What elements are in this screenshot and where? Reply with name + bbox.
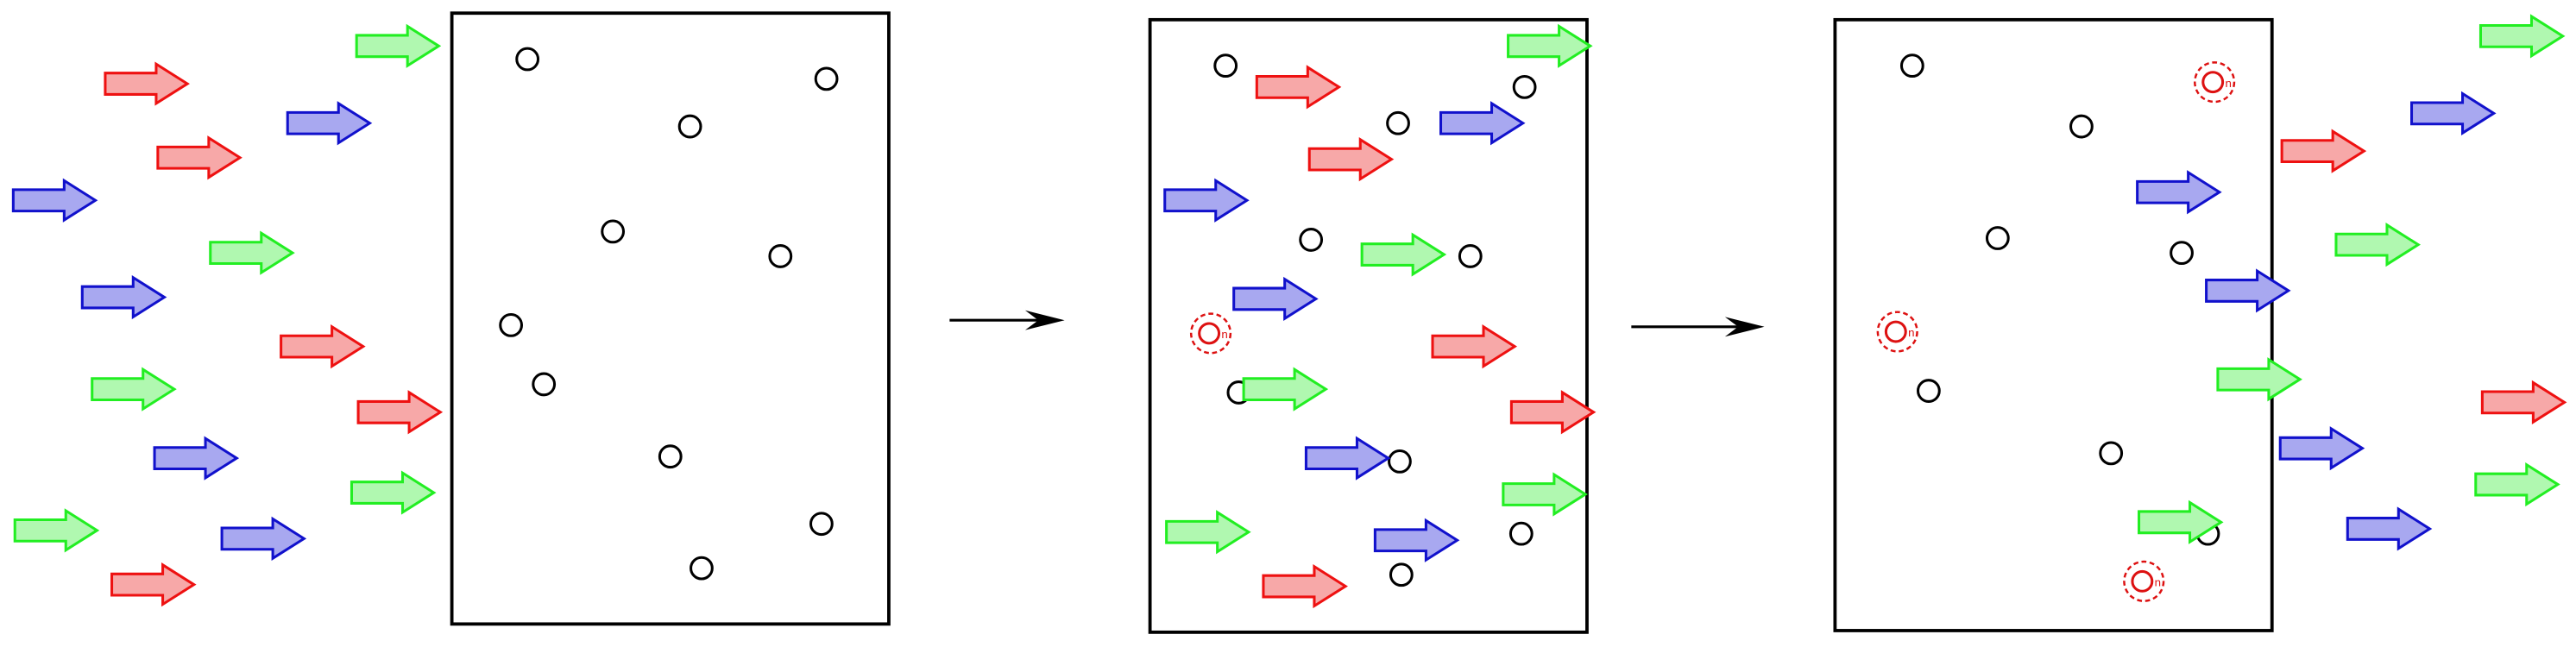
red-block-arrow-icon: [1509, 390, 1597, 435]
blue-block-arrow-icon: [2205, 268, 2291, 313]
chamber-frame: [1148, 17, 1589, 634]
excited-halo: [2123, 560, 2165, 602]
ground-state-particle-icon: [2099, 441, 2124, 466]
ground-state-particle-icon: [2170, 241, 2194, 266]
red-block-arrow-icon: [1431, 324, 1518, 369]
ground-state-particle-icon: [1458, 244, 1483, 268]
red-block-arrow-icon: [1262, 563, 1348, 609]
green-block-arrow-icon: [1360, 232, 1447, 277]
red-block-arrow-icon: [1255, 65, 1342, 110]
excited-core: [2201, 71, 2225, 94]
ground-state-particle-icon: [1299, 228, 1324, 252]
red-block-arrow-icon: [2280, 129, 2367, 173]
red-block-arrow-icon: [1307, 137, 1395, 182]
blue-block-arrow-icon: [1163, 178, 1250, 223]
red-block-arrow-icon: [104, 61, 190, 106]
blue-block-arrow-icon: [1232, 276, 1319, 322]
excited-particle-icon: n: [1876, 311, 1918, 353]
stage-during: n: [1148, 17, 1597, 634]
stage-before: [11, 11, 891, 626]
blue-block-arrow-icon: [220, 516, 307, 561]
chamber-frame: [1833, 17, 2274, 632]
excited-superscript: n: [2155, 576, 2161, 589]
blue-block-arrow-icon: [1373, 518, 1460, 562]
blue-block-arrow-icon: [153, 436, 240, 481]
ground-state-particle-icon: [1985, 226, 2010, 250]
blue-block-arrow-icon: [2410, 91, 2497, 135]
chamber-frame: [450, 11, 891, 626]
blue-block-arrow-icon: [2136, 170, 2222, 215]
green-block-arrow-icon: [91, 367, 177, 411]
ground-state-particle-icon: [601, 219, 626, 244]
ground-state-particle-icon: [1899, 53, 1924, 79]
excited-particle-icon: n: [1189, 312, 1232, 355]
green-block-arrow-icon: [355, 23, 442, 68]
green-block-arrow-icon: [1165, 510, 1251, 555]
ground-state-particle-icon: [1512, 74, 1537, 99]
excited-core: [1884, 320, 1907, 343]
blue-block-arrow-icon: [1304, 436, 1391, 481]
ground-state-particle-icon: [1388, 449, 1412, 474]
blue-block-arrow-icon: [2278, 426, 2365, 471]
ground-state-particle-icon: [1213, 53, 1238, 79]
excited-superscript: n: [2225, 77, 2231, 90]
red-block-arrow-icon: [110, 562, 197, 607]
transition-arrow-2: [1631, 317, 1765, 337]
green-block-arrow-icon: [2138, 499, 2224, 544]
ground-state-particle-icon: [809, 512, 834, 537]
ground-state-particle-icon: [814, 66, 839, 91]
blue-block-arrow-icon: [80, 274, 167, 320]
stage-after: n n n: [1833, 14, 2567, 632]
blue-block-arrow-icon: [286, 101, 373, 146]
ground-state-particle-icon: [1916, 379, 1941, 403]
excited-core: [1198, 322, 1221, 345]
green-block-arrow-icon: [2474, 462, 2560, 507]
ground-state-particle-icon: [768, 244, 793, 268]
ground-state-particle-icon: [677, 114, 702, 139]
excited-superscript: n: [1221, 328, 1227, 341]
transition-arrow-head: [1024, 310, 1065, 330]
red-block-arrow-icon: [156, 135, 242, 180]
excited-halo: [1189, 312, 1232, 355]
blue-block-arrow-icon: [1439, 101, 1526, 146]
green-block-arrow-icon: [2478, 14, 2566, 59]
ground-state-particle-icon: [1508, 521, 1534, 546]
excited-halo: [2194, 61, 2236, 104]
green-block-arrow-icon: [13, 508, 100, 553]
red-block-arrow-icon: [356, 390, 444, 435]
green-block-arrow-icon: [2216, 357, 2302, 402]
transition-arrow-1: [949, 310, 1065, 330]
green-block-arrow-icon: [1242, 367, 1329, 411]
ground-state-particle-icon: [515, 47, 540, 72]
excited-particle-icon: n: [2194, 61, 2236, 104]
blue-block-arrow-icon: [11, 178, 98, 223]
green-block-arrow-icon: [209, 230, 295, 275]
ground-state-particle-icon: [532, 372, 557, 397]
ground-state-particle-icon: [2069, 114, 2094, 139]
ground-state-particle-icon: [1386, 110, 1410, 135]
green-block-arrow-icon: [350, 470, 437, 515]
ground-state-particle-icon: [658, 444, 683, 469]
green-block-arrow-icon: [1507, 23, 1593, 68]
blue-block-arrow-icon: [2346, 506, 2433, 551]
excited-core: [2131, 569, 2154, 593]
red-block-arrow-icon: [2480, 380, 2567, 424]
excited-halo: [1876, 311, 1918, 353]
excited-particle-icon: n: [2123, 560, 2165, 602]
ground-state-particle-icon: [1389, 562, 1414, 587]
ground-state-particle-icon: [499, 313, 524, 337]
green-block-arrow-icon: [1502, 472, 1588, 517]
ground-state-particle-icon: [690, 556, 714, 581]
green-block-arrow-icon: [2334, 223, 2421, 267]
red-block-arrow-icon: [280, 324, 366, 369]
excited-superscript: n: [1908, 326, 1914, 339]
transition-arrow-head: [1724, 317, 1765, 337]
